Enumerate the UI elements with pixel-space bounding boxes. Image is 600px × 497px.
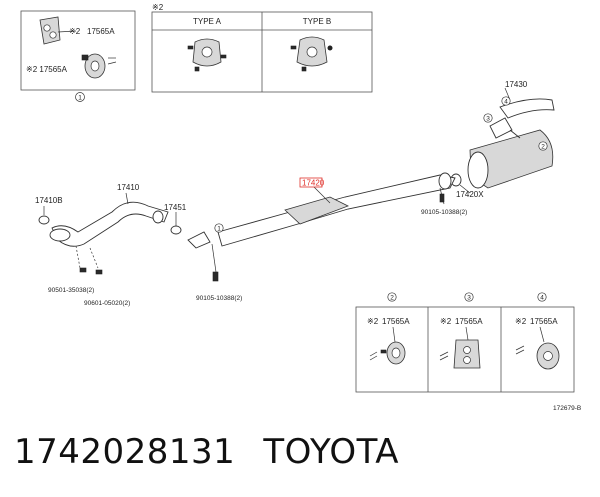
hanger-4-icon bbox=[515, 326, 560, 370]
bolt-label-90501: 90501-35038(2) bbox=[48, 287, 94, 294]
type-box: ※2 TYPE A TYPE B bbox=[151, 3, 373, 93]
type-a-label: TYPE A bbox=[193, 17, 222, 26]
type-b-label: TYPE B bbox=[303, 17, 331, 26]
muffler-assembly: 17430 4 3 2 17420X bbox=[450, 80, 555, 199]
exhaust-parts-diagram: ※2 17565A ※2 17565A 1 ※2 TYPE A TYPE B bbox=[20, 3, 581, 412]
type-a-hanger-icon bbox=[187, 38, 227, 72]
part-label-17565a-left: ※2 17565A bbox=[26, 65, 68, 74]
part-label-17420x: 17420X bbox=[456, 190, 484, 199]
front-pipe: 17410 17410B 17451 90501-35038(2) 90601-… bbox=[35, 183, 187, 307]
part-label-17565a-d3: 17565A bbox=[455, 317, 483, 326]
detail-box-234: 2 3 4 ※2 17565A ※2 17565A ※2 17565A bbox=[355, 292, 575, 393]
callout-2a: 2 bbox=[541, 144, 545, 151]
hanger-2-icon bbox=[369, 326, 406, 365]
hanger-icon bbox=[39, 16, 61, 45]
note-mark-3: ※2 bbox=[440, 317, 452, 326]
callout-4a: 4 bbox=[504, 99, 508, 106]
note-mark: ※2 bbox=[69, 27, 81, 36]
callout-3b: 3 bbox=[467, 295, 471, 302]
note-mark-4: ※2 bbox=[515, 317, 527, 326]
bolt-label-90105-bottom: 90105-10388(2) bbox=[196, 295, 242, 302]
callout-1: 1 bbox=[78, 95, 82, 102]
rubber-hanger-icon bbox=[81, 53, 106, 79]
bolt-label-90601: 90601-05020(2) bbox=[84, 300, 130, 307]
brand-name: TOYOTA bbox=[263, 432, 400, 472]
bolt-label-90105-right: 90105-10388(2) bbox=[421, 209, 467, 216]
part-label-17410b: 17410B bbox=[35, 196, 63, 205]
detail-box-1: ※2 17565A ※2 17565A 1 bbox=[20, 10, 136, 102]
part-label-17430: 17430 bbox=[505, 80, 528, 89]
callout-3a: 3 bbox=[486, 116, 490, 123]
part-label-17565a-top: 17565A bbox=[87, 27, 115, 36]
callout-2b: 2 bbox=[390, 295, 394, 302]
note-mark-2: ※2 bbox=[367, 317, 379, 326]
diagram-code: 172679-B bbox=[553, 405, 581, 412]
part-label-17565a-d2: 17565A bbox=[382, 317, 410, 326]
part-number: 1742028131 bbox=[14, 432, 236, 472]
callout-1b: 1 bbox=[217, 226, 221, 233]
callout-4b: 4 bbox=[540, 295, 544, 302]
part-label-17420-highlighted: 17420 bbox=[302, 179, 325, 188]
type-b-hanger-icon bbox=[290, 36, 333, 72]
footer-caption: 1742028131 TOYOTA bbox=[14, 432, 399, 472]
part-label-17410: 17410 bbox=[117, 183, 140, 192]
center-pipe: 17420 90105-10388(2) 1 90105-10388(2) bbox=[187, 172, 467, 302]
hanger-3-icon bbox=[439, 326, 481, 369]
part-label-17565a-d4: 17565A bbox=[530, 317, 558, 326]
type-note-mark: ※2 bbox=[152, 3, 164, 12]
part-label-17451: 17451 bbox=[164, 203, 187, 212]
